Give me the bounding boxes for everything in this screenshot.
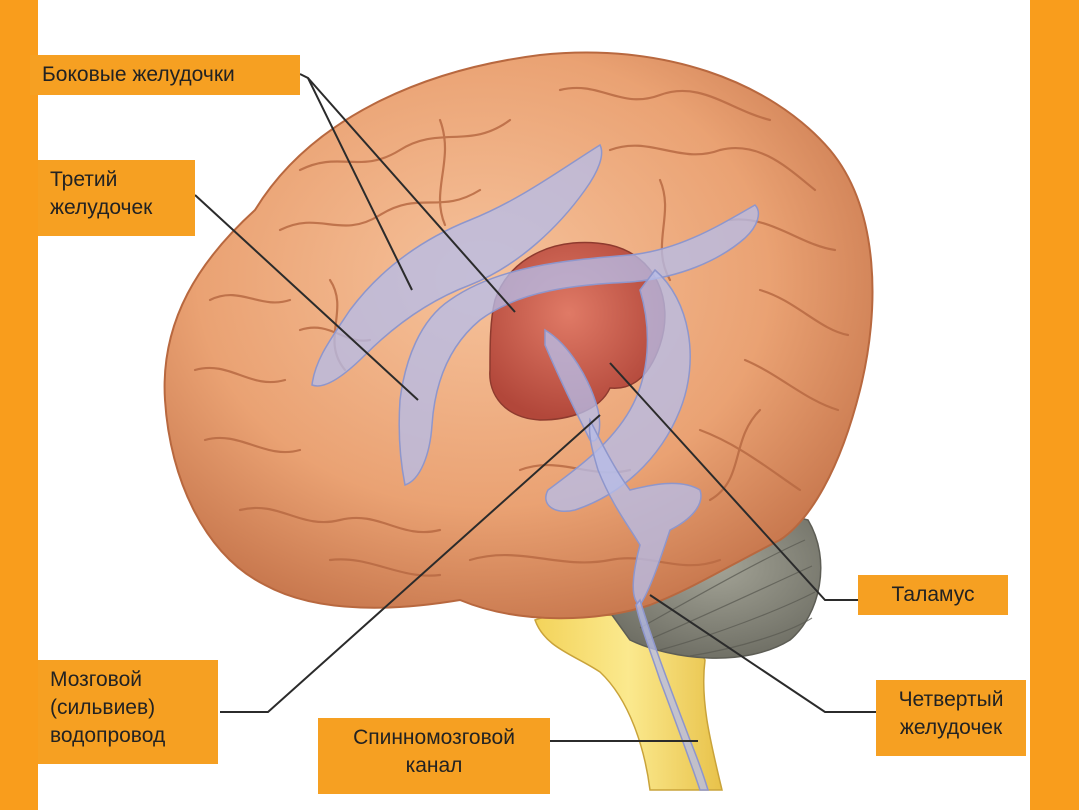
label-lateral-ventricles: Боковые желудочки [30,55,300,95]
right-frame-bar [1030,0,1079,810]
leader-thalamus [609,362,858,601]
leader-lines [194,73,876,742]
label-third-ventricle: Третий желудочек [38,160,195,236]
leader-lateral-ventricles-2 [307,77,516,313]
leader-aqueduct [220,414,601,713]
leader-third-ventricle [194,194,419,401]
left-frame-bar [0,0,38,810]
label-thalamus: Таламус [858,575,1008,615]
leader-fourth-ventricle [649,594,876,713]
cerebellum-folia [639,539,816,657]
label-cerebral-aqueduct: Мозговой (сильвиев) водопровод [38,660,218,764]
label-spinal-canal: Спинномозговой канал [318,718,550,794]
cortex-sulci [193,86,850,577]
label-fourth-ventricle: Четвертый желудочек [876,680,1026,756]
ventricles [311,143,760,791]
